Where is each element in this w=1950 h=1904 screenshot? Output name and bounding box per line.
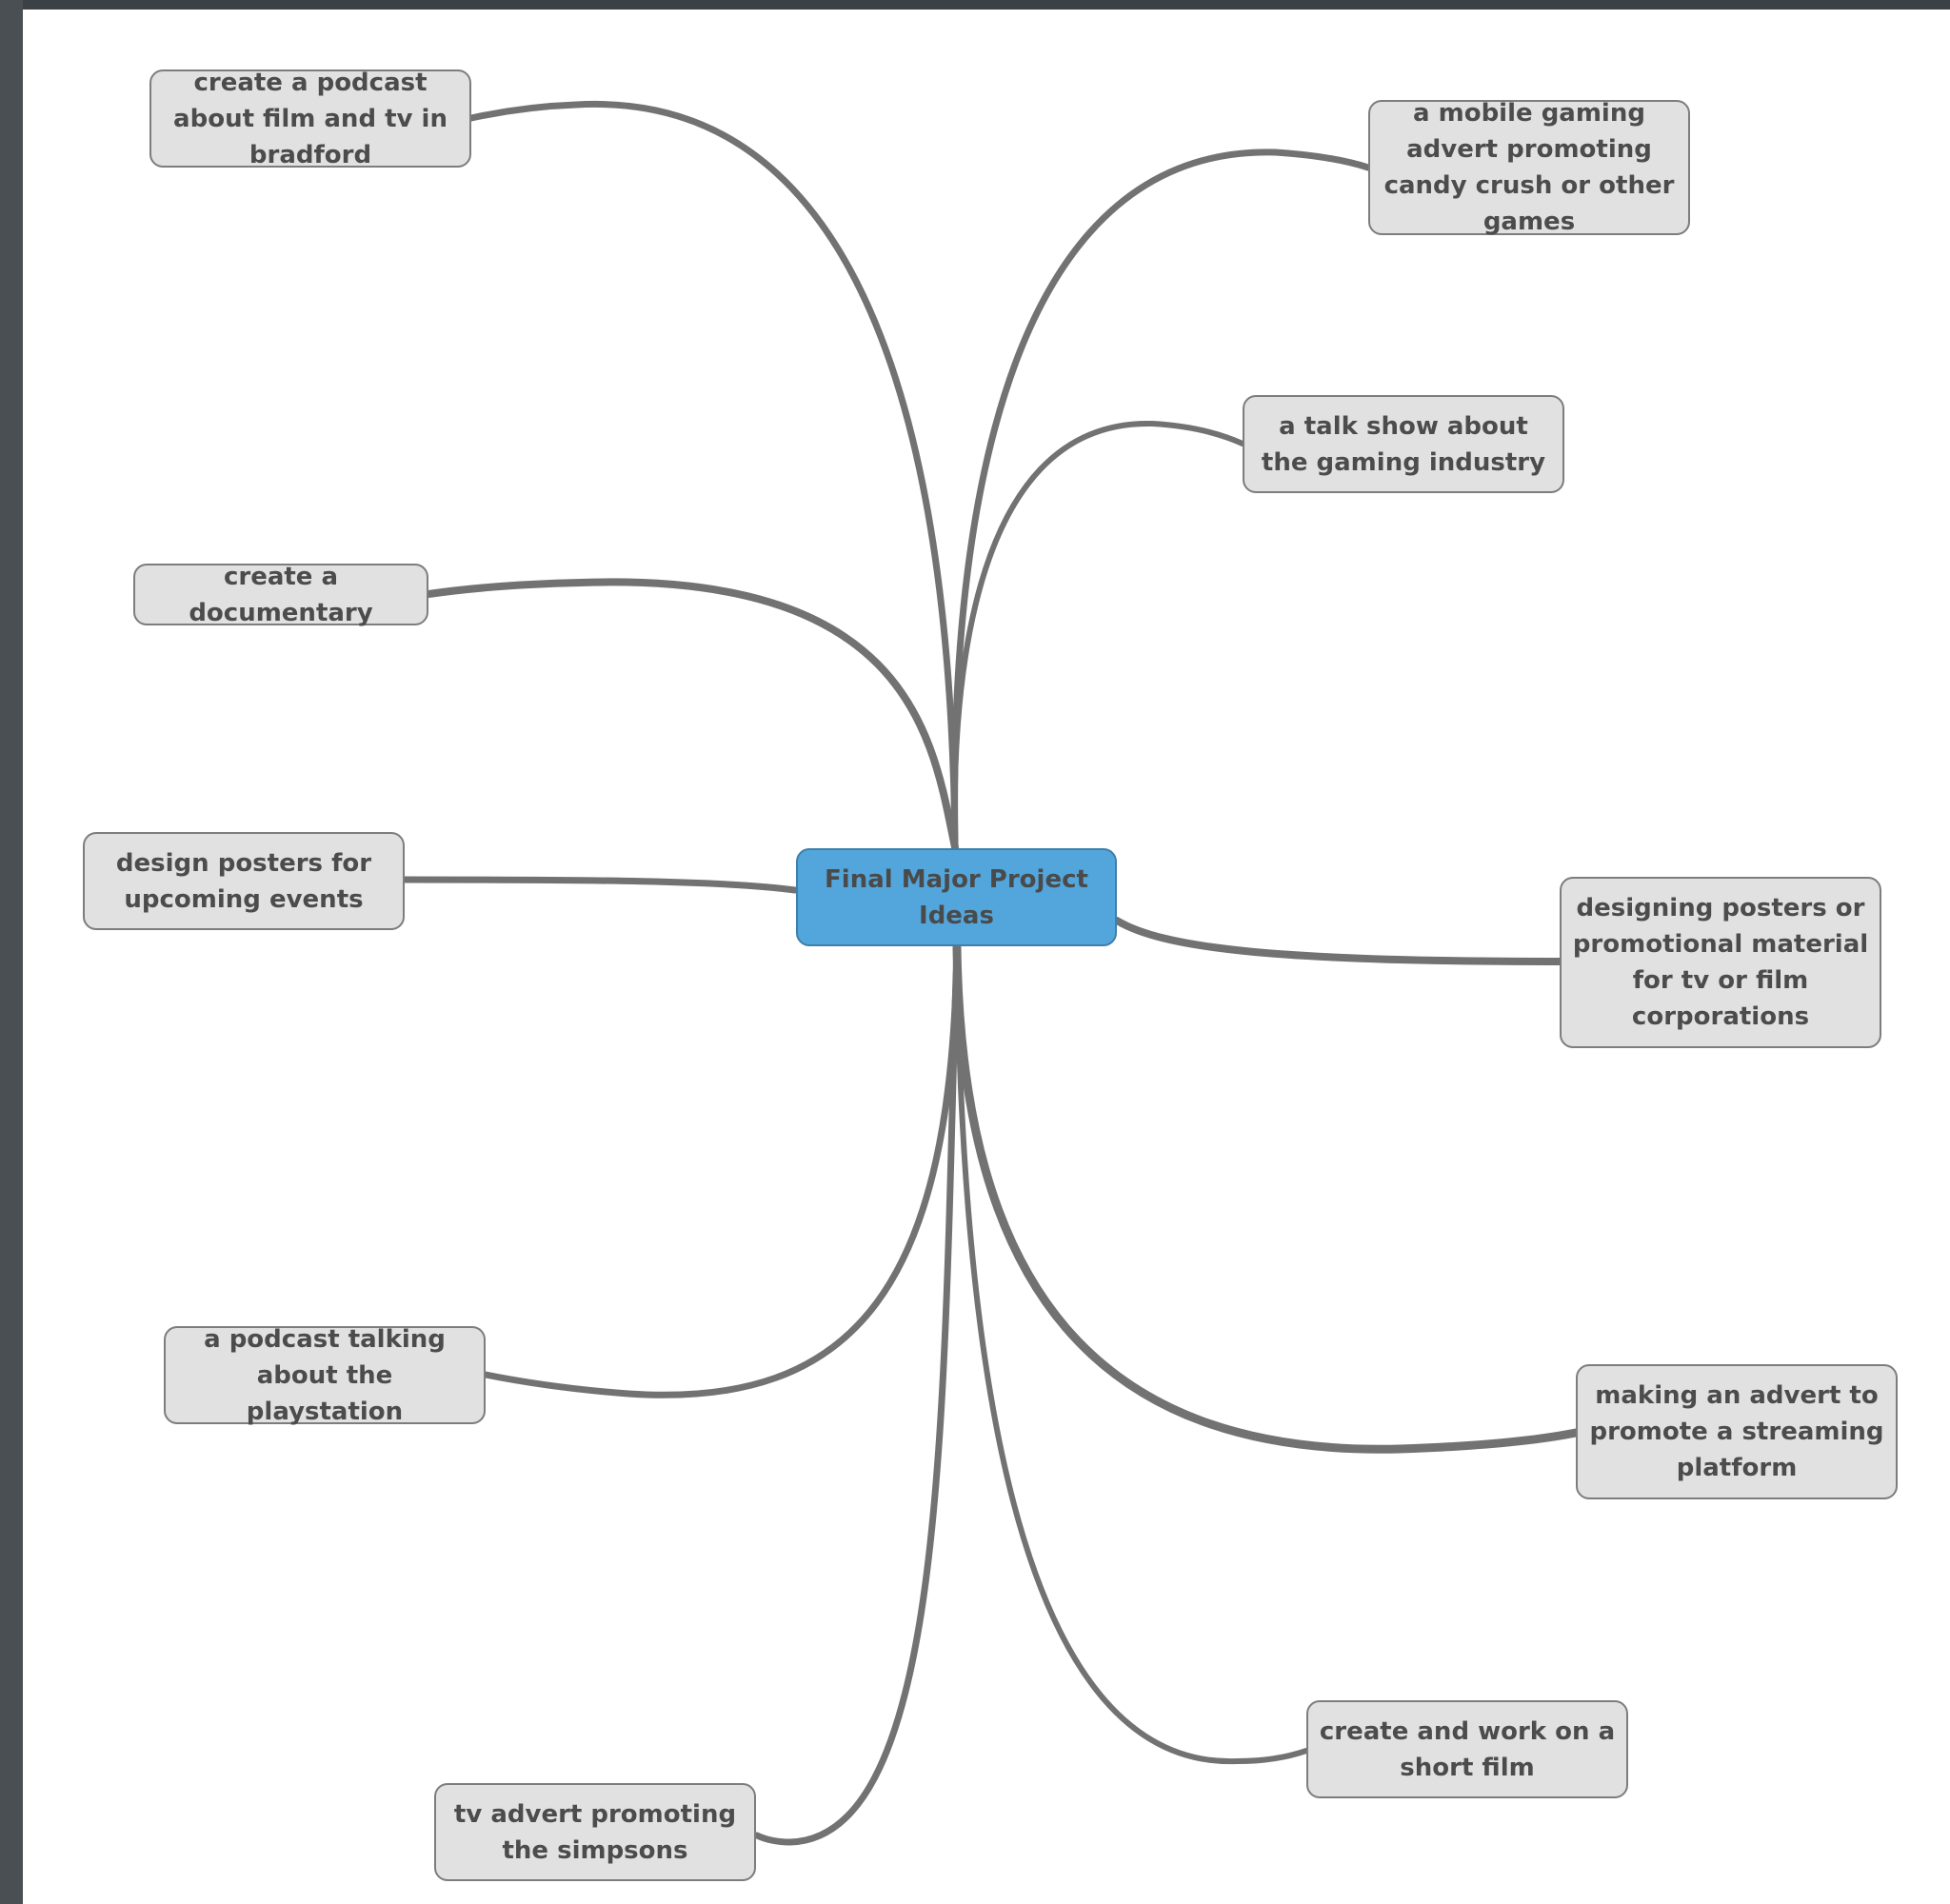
- link-talk-show-gaming: [951, 420, 1245, 850]
- node-label: designing posters or promotional materia…: [1572, 894, 1869, 1031]
- window-left-border: [0, 0, 23, 1904]
- node-tv-advert-simpsons[interactable]: tv advert promoting the simpsons: [434, 1783, 756, 1881]
- link-podcast-bradford: [468, 101, 959, 851]
- node-short-film[interactable]: create and work on a short film: [1306, 1700, 1628, 1798]
- link-tv-advert-simpsons: [753, 943, 961, 1846]
- link-posters-tv-film: [1113, 917, 1563, 965]
- node-documentary[interactable]: create a documentary: [133, 563, 428, 627]
- node-label: create and work on a short film: [1319, 1716, 1616, 1782]
- node-label: making an advert to promote a streaming …: [1589, 1381, 1884, 1482]
- node-posters-events[interactable]: design posters for upcoming events: [83, 832, 405, 930]
- node-label: create a podcast about film and tv in br…: [173, 68, 448, 169]
- node-mobile-gaming-advert[interactable]: a mobile gaming advert promoting candy c…: [1368, 99, 1690, 236]
- link-documentary: [425, 578, 959, 851]
- link-streaming-advert: [952, 942, 1581, 1454]
- link-podcast-playstation: [482, 943, 961, 1398]
- node-podcast-bradford[interactable]: create a podcast about film and tv in br…: [149, 69, 471, 169]
- link-mobile-gaming-advert: [951, 149, 1372, 851]
- node-label: design posters for upcoming events: [115, 848, 372, 914]
- node-label: tv advert promoting the simpsons: [453, 1799, 737, 1865]
- node-label: a talk show about the gaming industry: [1261, 411, 1546, 477]
- link-posters-events: [401, 876, 799, 894]
- node-label: create a documentary: [189, 562, 373, 627]
- node-podcast-playstation[interactable]: a podcast talking about the playstation: [164, 1325, 486, 1426]
- root-node-final-major-project-ideas[interactable]: Final Major Project Ideas: [796, 848, 1117, 946]
- node-label: a podcast talking about the playstation: [204, 1324, 446, 1426]
- node-talk-show-gaming[interactable]: a talk show about the gaming industry: [1243, 395, 1564, 493]
- root-node-label: Final Major Project Ideas: [825, 864, 1088, 930]
- window-top-border: [0, 0, 1950, 10]
- node-streaming-advert[interactable]: making an advert to promote a streaming …: [1576, 1364, 1898, 1499]
- node-label: a mobile gaming advert promoting candy c…: [1383, 99, 1675, 236]
- link-short-film: [954, 944, 1309, 1765]
- node-posters-tv-film[interactable]: designing posters or promotional materia…: [1560, 877, 1881, 1048]
